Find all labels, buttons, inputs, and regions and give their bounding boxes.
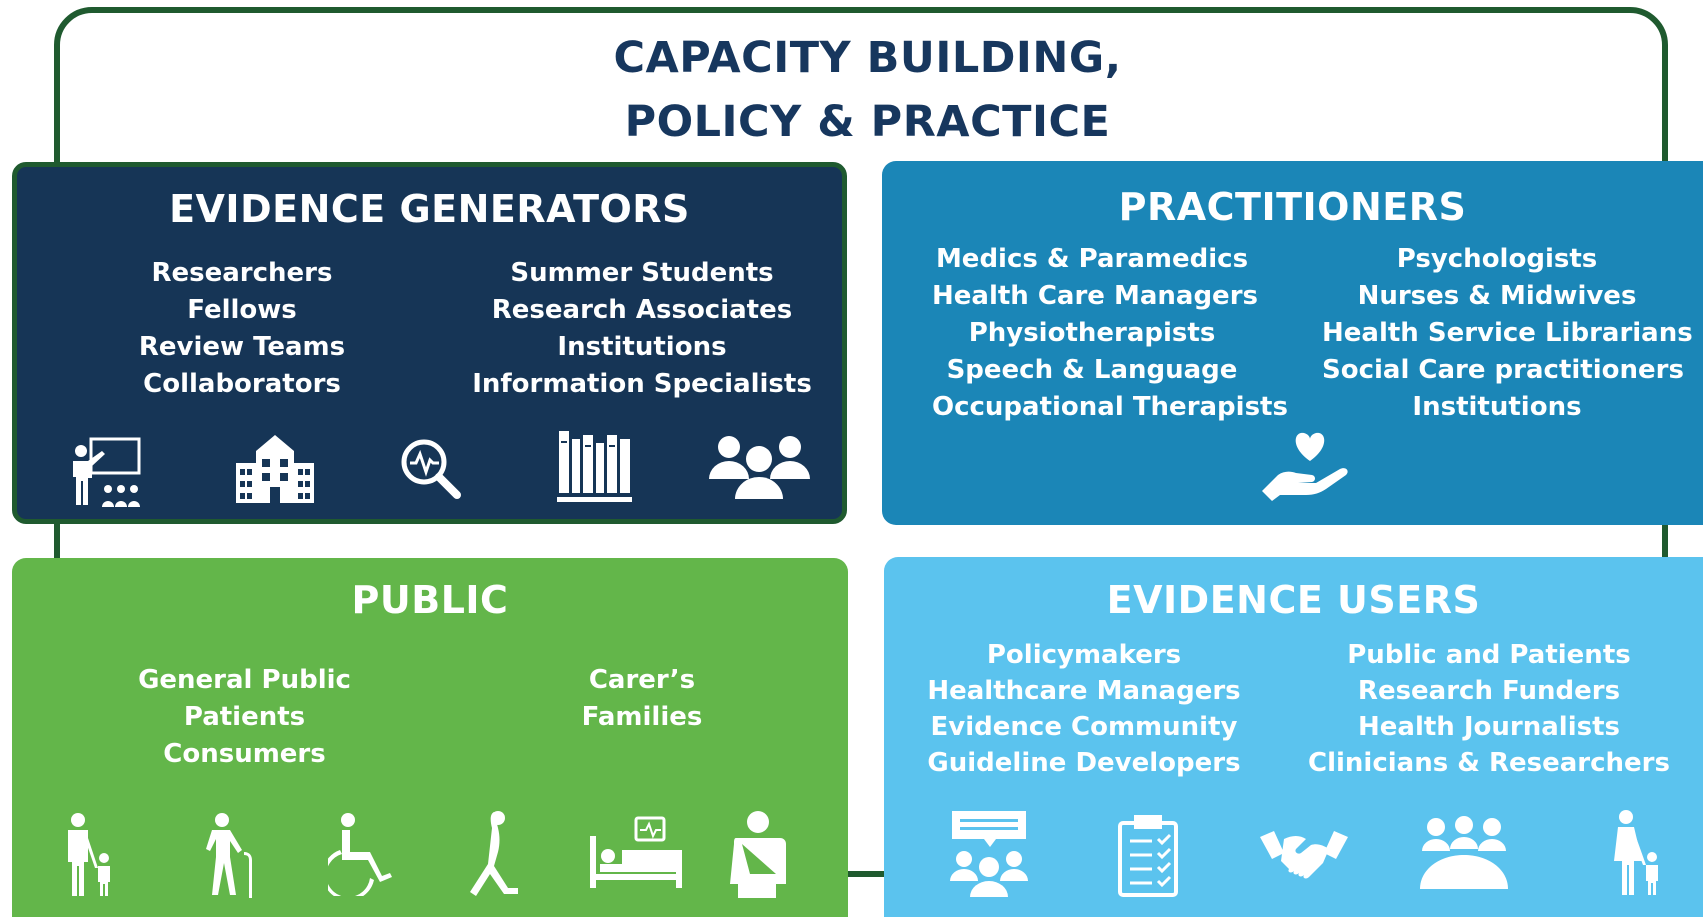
list-item: Psychologists: [1396, 244, 1598, 274]
practitioners-left-list: Medics & Paramedics Health Care Managers…: [932, 241, 1288, 426]
exercise-icon: [458, 810, 524, 898]
evidence-users-panel: EVIDENCE USERS Policymakers Healthcare M…: [884, 557, 1703, 917]
list-item: General Public: [138, 665, 351, 695]
public-left-list: General Public Patients Consumers: [112, 662, 377, 773]
library-books-icon: [557, 429, 632, 504]
school-building-icon: [234, 433, 316, 505]
meeting-table-icon: [1418, 815, 1510, 891]
handshake-icon: [1260, 827, 1348, 887]
list-item: Nurses & Midwives: [1357, 281, 1637, 311]
search-analysis-icon: [399, 437, 461, 499]
public-right-list: Carer’s Families: [532, 662, 752, 736]
main-title-line-1: CAPACITY BUILDING,: [613, 33, 1122, 83]
list-item: Guideline Developers: [927, 748, 1241, 778]
list-item: Institutions: [1412, 392, 1582, 422]
list-item: Speech & Language: [946, 355, 1238, 385]
list-item: Consumers: [163, 739, 326, 769]
evidence-users-left-list: Policymakers Healthcare Managers Evidenc…: [919, 637, 1249, 781]
list-item: Occupational Therapists: [932, 392, 1288, 422]
list-item: Health Service Librarians: [1322, 318, 1693, 348]
mother-child-icon: [1604, 809, 1666, 897]
arm-sling-icon: [724, 810, 790, 900]
list-item: Healthcare Managers: [927, 676, 1241, 706]
list-item: Summer Students: [510, 258, 774, 288]
list-item: Research Associates: [491, 295, 793, 325]
list-item: Health Journalists: [1358, 712, 1620, 742]
evidence-users-right-list: Public and Patients Research Funders Hea…: [1294, 637, 1684, 781]
public-panel: PUBLIC General Public Patients Consumers…: [12, 558, 848, 917]
list-item: Physiotherapists: [968, 318, 1216, 348]
clipboard-checklist-icon: [1116, 815, 1180, 899]
list-item: Evidence Community: [930, 712, 1238, 742]
list-item: Researchers: [151, 258, 333, 288]
list-item: Research Funders: [1357, 676, 1621, 706]
list-item: Health Care Managers: [932, 281, 1258, 311]
elderly-cane-icon: [198, 812, 258, 898]
practitioners-right-list: Psychologists Nurses & Midwives Health S…: [1322, 241, 1693, 426]
practitioners-panel: PRACTITIONERS Medics & Paramedics Health…: [882, 161, 1703, 525]
list-item: Families: [581, 702, 703, 732]
wheelchair-icon: [328, 812, 400, 896]
public-title: PUBLIC: [351, 578, 509, 622]
evidence-generators-panel: EVIDENCE GENERATORS Researchers Fellows …: [12, 162, 847, 524]
hospital-bed-icon: [588, 816, 684, 892]
main-title-line-2: POLICY & PRACTICE: [624, 97, 1111, 147]
main-title: CAPACITY BUILDING, POLICY & PRACTICE: [0, 26, 1703, 154]
list-item: Carer’s: [588, 665, 696, 695]
evidence-users-title: EVIDENCE USERS: [1106, 578, 1481, 622]
list-item: Public and Patients: [1347, 640, 1631, 670]
list-item: Review Teams: [138, 332, 346, 362]
list-item: Social Care practitioners: [1322, 355, 1684, 385]
parent-child-icon: [58, 812, 120, 898]
list-item: Institutions: [557, 332, 727, 362]
group-people-icon: [707, 431, 812, 499]
list-item: Medics & Paramedics: [935, 244, 1249, 274]
list-item: Policymakers: [986, 640, 1182, 670]
list-item: Information Specialists: [472, 369, 812, 399]
hand-heart-icon: [1260, 429, 1352, 501]
list-item: Fellows: [187, 295, 297, 325]
list-item: Clinicians & Researchers: [1308, 748, 1670, 778]
teacher-presentation-icon: [69, 437, 147, 509]
list-item: Collaborators: [143, 369, 341, 399]
evidence-generators-right-list: Summer Students Research Associates Inst…: [467, 255, 817, 403]
evidence-generators-title: EVIDENCE GENERATORS: [169, 187, 690, 231]
evidence-generators-left-list: Researchers Fellows Review Teams Collabo…: [97, 255, 387, 403]
group-discussion-icon: [948, 809, 1030, 897]
practitioners-title: PRACTITIONERS: [1118, 185, 1467, 229]
list-item: Patients: [183, 702, 306, 732]
